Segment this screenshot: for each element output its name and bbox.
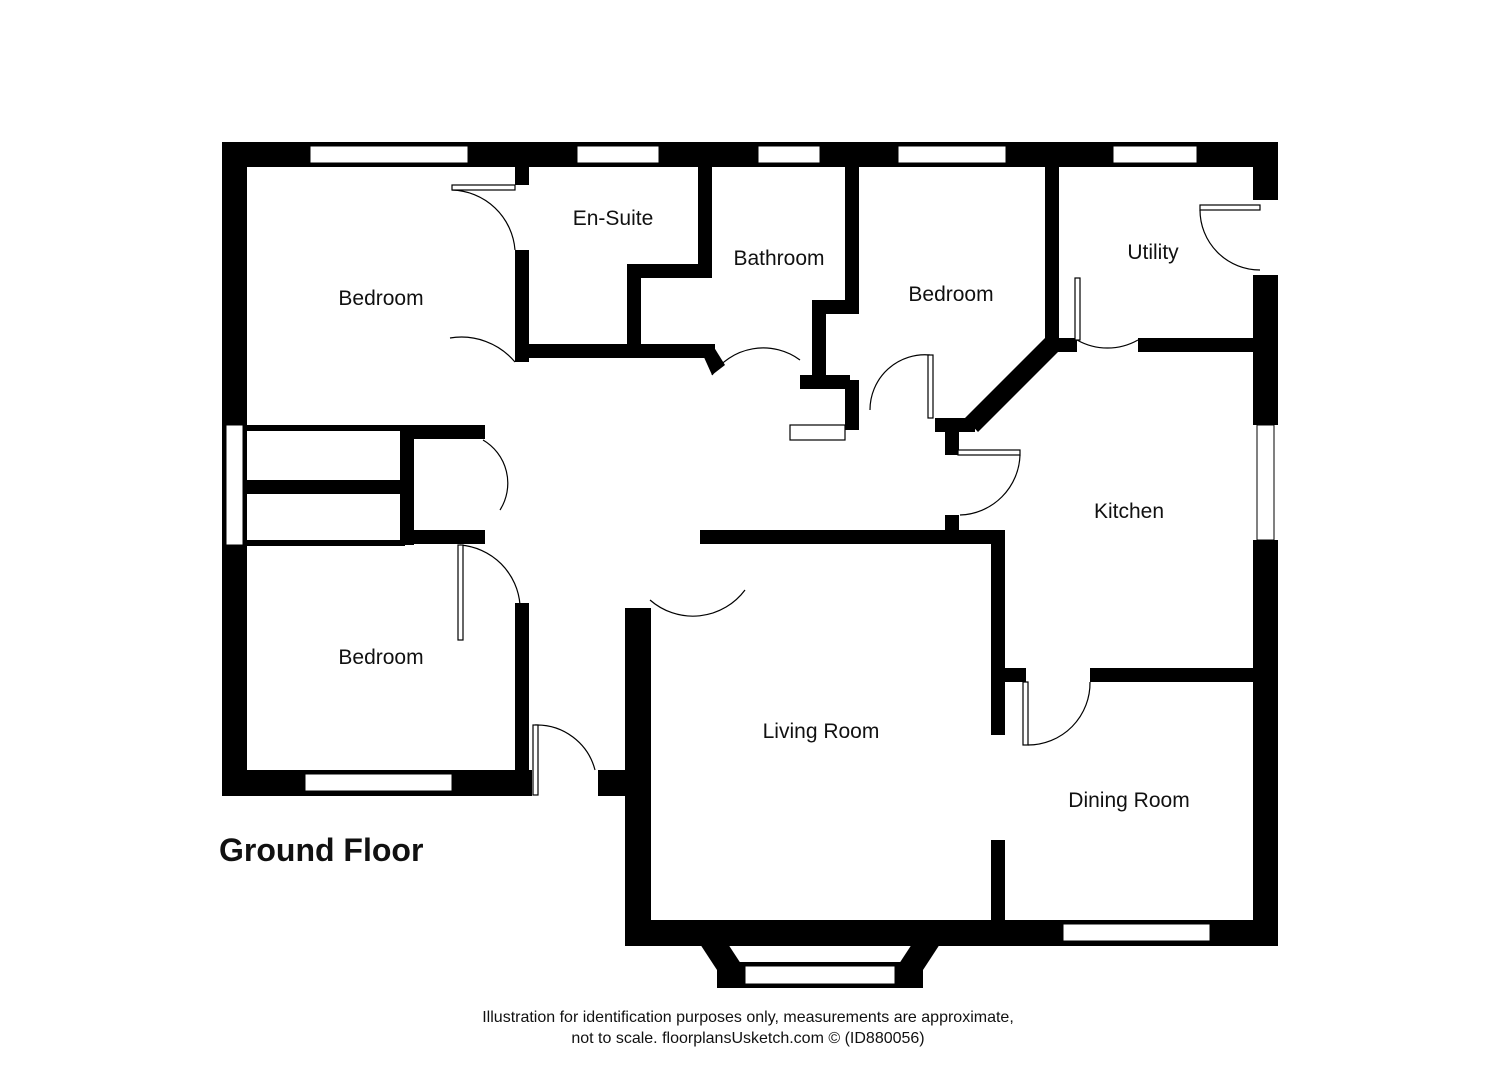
floor-title: Ground Floor [219, 832, 424, 868]
doors [449, 184, 1261, 796]
disclaimer-line-2: not to scale. floorplansUsketch.com © (I… [571, 1030, 925, 1047]
room-label-utility: Utility [1127, 241, 1179, 264]
walls [222, 142, 1278, 946]
room-label-bedroom-2: Bedroom [908, 283, 993, 306]
room-label-en-suite: En-Suite [573, 207, 654, 230]
room-labels: Bedroom En-Suite Bathroom Bedroom Utilit… [338, 207, 1189, 812]
room-label-bedroom-3: Bedroom [338, 646, 423, 669]
windows [225, 145, 1275, 942]
room-label-living-room: Living Room [763, 720, 880, 743]
disclaimer-line-1: Illustration for identification purposes… [482, 1009, 1014, 1026]
room-label-kitchen: Kitchen [1094, 500, 1164, 523]
room-label-bedroom-1: Bedroom [338, 287, 423, 310]
angled-walls [698, 336, 1060, 432]
room-label-bathroom: Bathroom [733, 247, 824, 270]
bay-window [700, 944, 940, 988]
room-label-dining-room: Dining Room [1068, 789, 1189, 812]
